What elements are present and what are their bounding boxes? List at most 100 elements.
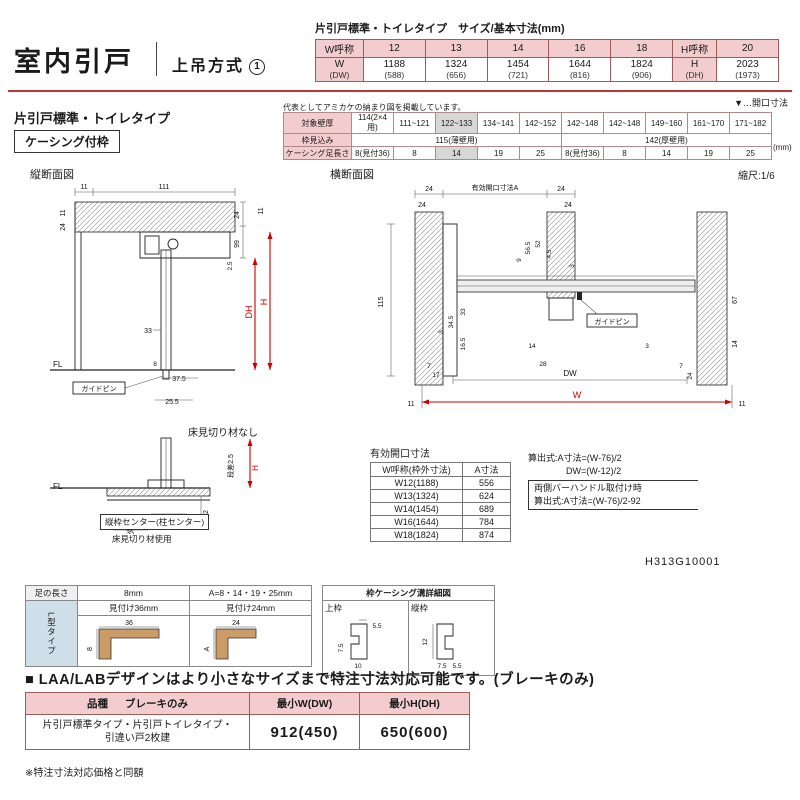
- dim-label: 34.5: [448, 315, 455, 328]
- dim-label: 24: [234, 211, 241, 219]
- center-jamb: [548, 297, 574, 321]
- custom-size-note: ■ LAA/LABデザインはより小さなサイズまで特注寸法対応可能です。(ブレーキ…: [25, 672, 595, 688]
- top-frame-dims: 5.57.510: [338, 623, 382, 670]
- product-type-header: 品種 ブレーキのみ: [25, 692, 250, 715]
- guide-pin-label-box: [586, 313, 638, 328]
- dim-label: 33: [460, 308, 467, 316]
- top-frame-groove-drawing: 5.57.510: [338, 619, 382, 670]
- opening-size-table: W呼称(枠外寸法) A寸法 W12(1188)556 W13(1324)624 …: [370, 462, 511, 542]
- formula-3: 算出式:A寸法=(W-76)/2-92: [534, 496, 641, 506]
- formula-notes: 算出式:A寸法=(W-76)/2 DW=(W-12)/2 両側バーハンドル取付け…: [528, 452, 698, 510]
- l-type-label: L型タイプ: [25, 600, 78, 667]
- dim-label: 11: [258, 207, 265, 214]
- page-title: 室内引戸: [14, 47, 134, 77]
- formula-1: 算出式:A寸法=(W-76)/2: [528, 453, 622, 463]
- mm-unit: (mm): [773, 143, 792, 152]
- dim-label: 52: [535, 240, 542, 248]
- formula-2: DW=(W-12)/2: [566, 466, 622, 476]
- profile-36-dims: 368: [87, 620, 133, 651]
- representative-note: 代表としてアミカケの納まり図を掲載しています。: [283, 103, 466, 112]
- dim-label: 24: [687, 372, 694, 380]
- opening-row: W16(1644)784: [370, 515, 511, 529]
- product-type-label: 品種: [87, 698, 109, 710]
- dim-label: 3: [645, 343, 649, 350]
- face36-label: 見付け36mm: [77, 600, 190, 616]
- cell: 134~141: [477, 112, 520, 134]
- dw-value: (588): [384, 70, 405, 80]
- cell: W12(1188): [370, 476, 463, 490]
- cell: 689: [462, 502, 511, 516]
- groove-title-row: 枠ケーシング溝詳細図: [322, 585, 495, 601]
- dim-label: 10: [354, 663, 362, 670]
- size-table: W呼称 12 13 14 16 18 H呼称 20 W (DW) 1188(58…: [315, 39, 779, 82]
- leg-a-header: A=8・14・19・25mm: [189, 585, 312, 601]
- casing-frame-label: ケーシング付枠: [14, 130, 120, 153]
- dim-label: 11: [80, 184, 87, 191]
- guide-pin: [577, 292, 582, 300]
- dim-label: 56.5: [525, 241, 532, 254]
- price-footnote: ※特注寸法対応価格と同額: [25, 768, 144, 779]
- dim-label: 35: [126, 530, 134, 534]
- hanger-roller: [167, 238, 179, 250]
- product-types-cell: 片引戸標準タイプ・片引戸トイレタイプ・ 引違い戸2枚建: [25, 714, 250, 750]
- w-value: 1188: [383, 59, 406, 70]
- guide-pin: [162, 369, 170, 380]
- leg-sub-row: L型タイプ 見付け36mm 見付け24mm: [25, 600, 312, 667]
- cell: 161~170: [687, 112, 730, 134]
- dim-label: 24: [557, 186, 565, 193]
- size-col: 18: [610, 39, 674, 58]
- drawing-label: 段差2.5: [226, 454, 235, 478]
- cell: 171~182: [729, 112, 772, 134]
- floor-trim-use-note: 床見切り材使用: [112, 534, 172, 544]
- size-table-value-row: W (DW) 1188(588) 1324(656) 1454(721) 164…: [315, 57, 779, 82]
- size-spec-block: 片引戸標準・トイレタイプ サイズ/基本寸法(mm) W呼称 12 13 14 1…: [315, 20, 781, 82]
- drawing-label: 有効開口寸法A: [472, 183, 519, 192]
- dim-label: DW: [563, 369, 577, 378]
- bar-handle-note: 両側バーハンドル取付け時: [534, 483, 642, 493]
- cell: W16(1644): [370, 515, 463, 529]
- min-h-header: 最小H(DH): [359, 692, 470, 715]
- leg-header-row: 足の長さ 8mm A=8・14・19・25mm: [25, 585, 312, 601]
- cell: 111~121: [393, 112, 436, 134]
- size-col: 12: [362, 39, 426, 58]
- dim-label: 12: [422, 638, 429, 646]
- size-col: 14: [486, 39, 550, 58]
- method-number-badge: 1: [249, 59, 266, 75]
- dim-label: 9: [516, 258, 523, 262]
- dim-label: 3: [438, 330, 445, 334]
- dim-label: 99: [234, 240, 241, 248]
- h-value: 2023: [736, 59, 759, 70]
- casing-profile-36-drawing: 368: [87, 620, 159, 660]
- opening-row: W12(1188)556: [370, 476, 511, 490]
- dim-label: FL: [53, 360, 63, 369]
- dw-value: (721): [508, 70, 528, 80]
- size-col: 13: [424, 39, 488, 58]
- frame-depth-thin: 115(薄壁用): [351, 133, 562, 147]
- drawing-label: ガイドピン: [595, 317, 630, 326]
- dim-label: 24: [564, 202, 572, 209]
- product-types-line2: 引違い戸2枚建: [104, 733, 171, 744]
- w-unit-cell: W (DW): [315, 57, 364, 82]
- dim-label: 37.5: [172, 376, 186, 383]
- custom-data-row: 片引戸標準タイプ・片引戸トイレタイプ・ 引違い戸2枚建 912(450) 650…: [25, 714, 470, 750]
- dim-label: 7: [679, 363, 683, 370]
- dim-label: 7: [427, 363, 431, 370]
- w-unit: W: [334, 59, 345, 70]
- dim-label: 28: [539, 361, 547, 368]
- w-value: 1324: [445, 59, 468, 70]
- l-profile-shape: [215, 628, 256, 660]
- vertical-section-title: 縦断面図: [30, 169, 74, 181]
- dim-label: 25.5: [165, 399, 179, 406]
- dim-label: 8: [153, 361, 157, 368]
- dim-label: A: [204, 646, 211, 651]
- cell: 14: [435, 146, 478, 160]
- wall-row-label: ケーシング足長さ: [283, 146, 352, 160]
- groove-detail-title: 枠ケーシング溝詳細図: [322, 585, 495, 601]
- leg-length-table: 足の長さ 8mm A=8・14・19・25mm L型タイプ 見付け36mm 見付…: [25, 585, 312, 667]
- cell: W18(1824): [370, 528, 463, 542]
- size-value: 1454(721): [486, 57, 550, 82]
- wall-row-label: 枠見込み: [283, 133, 352, 147]
